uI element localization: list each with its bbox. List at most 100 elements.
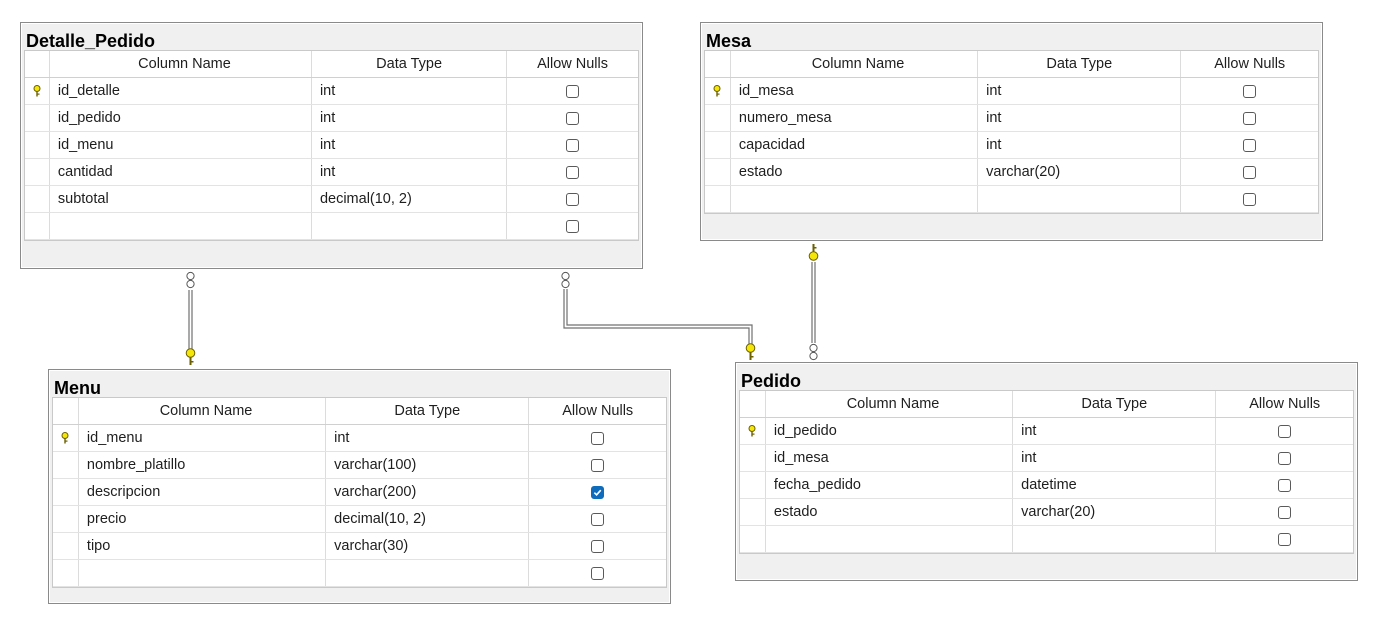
row-selector[interactable]	[740, 418, 766, 444]
row-selector[interactable]	[25, 105, 50, 131]
column-name-cell[interactable]: estado	[731, 159, 979, 185]
table-row[interactable]	[740, 526, 1353, 553]
allow-nulls-checkbox[interactable]	[591, 485, 605, 499]
allow-nulls-checkbox[interactable]	[1243, 192, 1257, 206]
data-type-cell[interactable]: int	[312, 105, 508, 131]
data-type-cell[interactable]: int	[1013, 445, 1217, 471]
column-name-cell[interactable]: descripcion	[79, 479, 327, 505]
table-row[interactable]	[705, 186, 1318, 213]
allow-nulls-checkbox[interactable]	[1278, 478, 1292, 492]
header-allow-nulls[interactable]: Allow Nulls	[1214, 56, 1286, 72]
allow-nulls-checkbox[interactable]	[1243, 165, 1257, 179]
data-type-cell[interactable]	[312, 213, 508, 239]
header-column-name[interactable]: Column Name	[731, 51, 979, 77]
header-data-type[interactable]: Data Type	[312, 51, 508, 77]
data-type-cell[interactable]: decimal(10, 2)	[312, 186, 508, 212]
row-selector[interactable]	[705, 78, 731, 104]
row-selector[interactable]	[53, 533, 79, 559]
header-data-type[interactable]: Data Type	[1013, 391, 1217, 417]
column-name-cell[interactable]: numero_mesa	[731, 105, 979, 131]
row-selector[interactable]	[740, 526, 766, 552]
column-name-cell[interactable]: id_pedido	[766, 418, 1014, 444]
header-column-name[interactable]: Column Name	[50, 51, 313, 77]
row-selector[interactable]	[705, 105, 731, 131]
data-type-cell[interactable]: decimal(10, 2)	[326, 506, 530, 532]
header-column-name[interactable]: Column Name	[766, 391, 1014, 417]
row-selector[interactable]	[53, 506, 79, 532]
column-name-cell[interactable]: cantidad	[50, 159, 312, 185]
row-selector[interactable]	[705, 186, 731, 212]
data-type-cell[interactable]: datetime	[1013, 472, 1217, 498]
row-selector[interactable]	[53, 560, 79, 586]
column-name-cell[interactable]	[79, 560, 327, 586]
data-type-cell[interactable]: int	[978, 78, 1182, 104]
column-name-cell[interactable]: id_mesa	[766, 445, 1014, 471]
allow-nulls-checkbox[interactable]	[566, 192, 580, 206]
data-type-cell[interactable]: int	[326, 425, 530, 451]
data-type-cell[interactable]	[978, 186, 1182, 212]
allow-nulls-checkbox[interactable]	[591, 539, 605, 553]
column-name-cell[interactable]: nombre_platillo	[79, 452, 327, 478]
row-selector[interactable]	[53, 425, 79, 451]
data-type-cell[interactable]: varchar(30)	[326, 533, 530, 559]
table-row[interactable]	[25, 213, 638, 240]
allow-nulls-checkbox[interactable]	[1278, 532, 1292, 546]
row-selector[interactable]	[25, 159, 50, 185]
column-name-cell[interactable]: tipo	[79, 533, 327, 559]
data-type-cell[interactable]: int	[312, 159, 508, 185]
row-selector[interactable]	[25, 213, 50, 239]
allow-nulls-checkbox[interactable]	[591, 566, 605, 580]
header-allow-nulls[interactable]: Allow Nulls	[537, 56, 608, 72]
data-type-cell[interactable]: int	[1013, 418, 1217, 444]
column-name-cell[interactable]: id_detalle	[50, 78, 312, 104]
column-name-cell[interactable]	[50, 213, 312, 239]
header-column-name[interactable]: Column Name	[79, 398, 327, 424]
data-type-cell[interactable]: varchar(20)	[1013, 499, 1217, 525]
allow-nulls-checkbox[interactable]	[1278, 451, 1292, 465]
allow-nulls-checkbox[interactable]	[566, 138, 580, 152]
allow-nulls-checkbox[interactable]	[566, 165, 580, 179]
data-type-cell[interactable]: int	[312, 78, 508, 104]
header-data-type[interactable]: Data Type	[326, 398, 530, 424]
column-name-cell[interactable]: precio	[79, 506, 327, 532]
column-name-cell[interactable]	[731, 186, 979, 212]
data-type-cell[interactable]: int	[312, 132, 508, 158]
allow-nulls-checkbox[interactable]	[591, 512, 605, 526]
row-selector[interactable]	[53, 479, 79, 505]
data-type-cell[interactable]	[1013, 526, 1217, 552]
table-row[interactable]	[53, 560, 666, 587]
data-type-cell[interactable]: varchar(100)	[326, 452, 530, 478]
allow-nulls-checkbox[interactable]	[1278, 505, 1292, 519]
row-selector[interactable]	[25, 186, 50, 212]
allow-nulls-checkbox[interactable]	[1278, 424, 1292, 438]
data-type-cell[interactable]: varchar(200)	[326, 479, 530, 505]
column-name-cell[interactable]: subtotal	[50, 186, 312, 212]
row-selector[interactable]	[25, 132, 50, 158]
allow-nulls-checkbox[interactable]	[566, 84, 580, 98]
allow-nulls-checkbox[interactable]	[1243, 84, 1257, 98]
row-selector[interactable]	[53, 452, 79, 478]
column-name-cell[interactable]: id_pedido	[50, 105, 312, 131]
row-selector[interactable]	[740, 499, 766, 525]
header-data-type[interactable]: Data Type	[978, 51, 1182, 77]
row-selector[interactable]	[705, 132, 731, 158]
data-type-cell[interactable]: varchar(20)	[978, 159, 1182, 185]
allow-nulls-checkbox[interactable]	[1243, 138, 1257, 152]
header-allow-nulls[interactable]: Allow Nulls	[562, 403, 634, 419]
allow-nulls-checkbox[interactable]	[1243, 111, 1257, 125]
